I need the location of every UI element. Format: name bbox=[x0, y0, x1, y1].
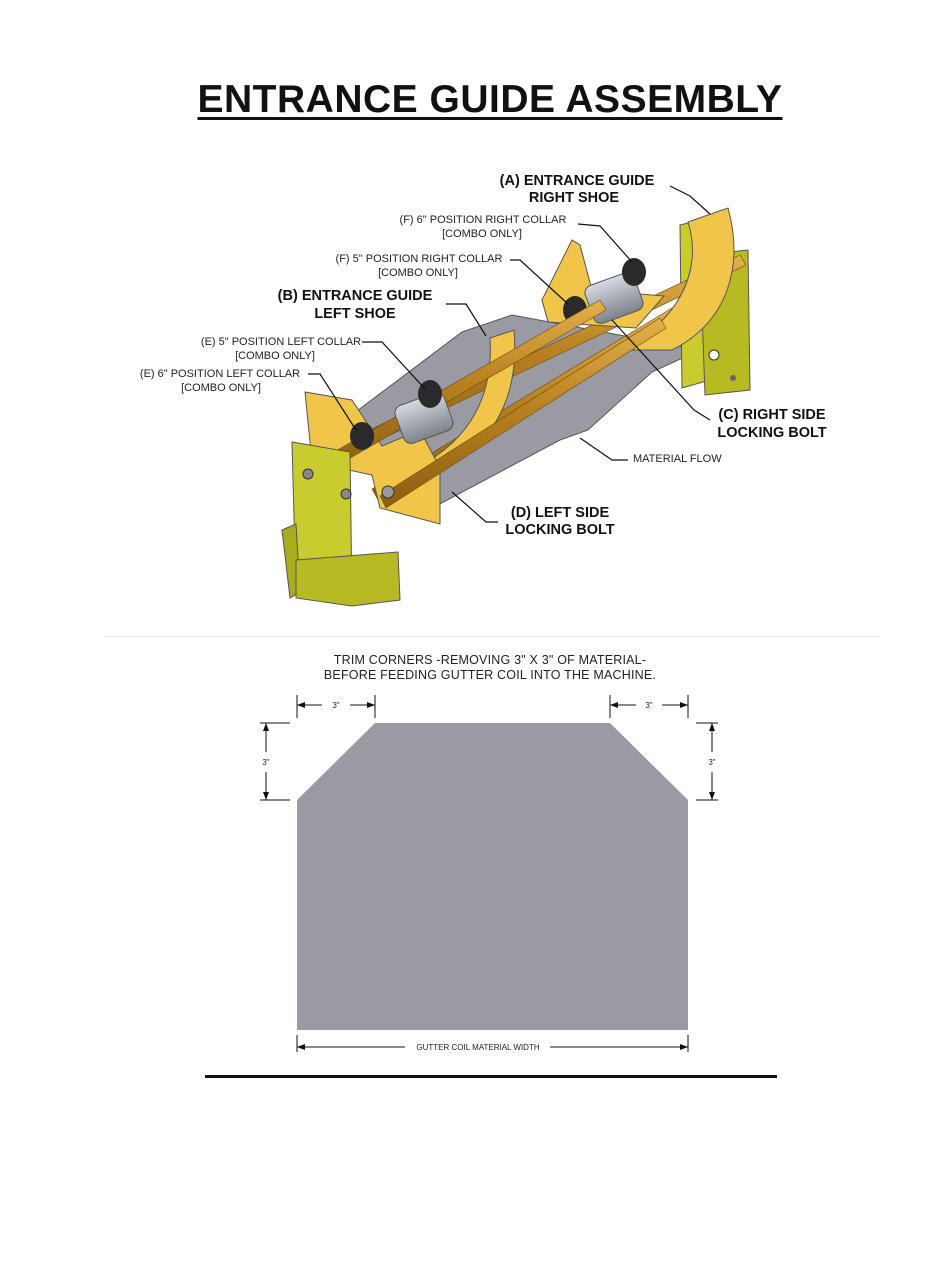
label-b-line1: (B) ENTRANCE GUIDE bbox=[278, 288, 433, 304]
gutter-coil-width-label: GUTTER COIL MATERIAL WIDTH bbox=[416, 1043, 539, 1052]
front-lower-rod bbox=[379, 317, 667, 509]
dim-side-right: 3" bbox=[708, 758, 715, 767]
trim-corners-diagram: 3" 3" 3" 3" GUTTER COIL MATERIAL WIDTH bbox=[260, 695, 718, 1052]
leader-lines bbox=[308, 185, 711, 523]
label-e5-line2: [COMBO ONLY] bbox=[235, 350, 315, 362]
trim-instruction-line1: TRIM CORNERS -REMOVING 3" X 3" OF MATERI… bbox=[333, 653, 647, 667]
label-material-flow: MATERIAL FLOW bbox=[633, 453, 722, 465]
label-a-line2: RIGHT SHOE bbox=[529, 190, 620, 206]
label-f5-line2: [COMBO ONLY] bbox=[378, 267, 458, 279]
right-shoe bbox=[619, 207, 735, 351]
left-collar-5 bbox=[418, 380, 442, 408]
left-roller bbox=[394, 392, 454, 444]
left-frame-foot bbox=[295, 551, 401, 607]
label-f6-line1: (F) 6" POSITION RIGHT COLLAR bbox=[400, 214, 567, 226]
dim-top-left: 3" bbox=[332, 701, 339, 710]
assembly-illustration: (A) ENTRANCE GUIDE RIGHT SHOE (F) 6" POS… bbox=[140, 173, 827, 607]
label-e6-line2: [COMBO ONLY] bbox=[181, 382, 261, 394]
label-f6-line2: [COMBO ONLY] bbox=[442, 228, 522, 240]
label-e5-line1: (E) 5" POSITION LEFT COLLAR bbox=[201, 336, 361, 348]
label-b-line2: LEFT SHOE bbox=[314, 306, 396, 322]
label-a-line1: (A) ENTRANCE GUIDE bbox=[500, 173, 655, 189]
label-e6-line1: (E) 6" POSITION LEFT COLLAR bbox=[140, 368, 300, 380]
dim-side-left: 3" bbox=[262, 758, 269, 767]
section-divider bbox=[103, 636, 880, 637]
dim-top-right: 3" bbox=[645, 701, 652, 710]
label-d-line2: LOCKING BOLT bbox=[505, 522, 614, 538]
right-collar-6 bbox=[622, 258, 646, 286]
trimmed-material-panel bbox=[297, 723, 688, 1030]
trim-instruction-line2: BEFORE FEEDING GUTTER COIL INTO THE MACH… bbox=[323, 668, 657, 682]
label-c-line2: LOCKING BOLT bbox=[717, 425, 826, 441]
label-d-line1: (D) LEFT SIDE bbox=[511, 505, 610, 521]
label-f5-line1: (F) 5" POSITION RIGHT COLLAR bbox=[336, 253, 503, 265]
page-title: ENTRANCE GUIDE ASSEMBLY bbox=[197, 78, 783, 121]
bottom-rule bbox=[205, 1075, 777, 1078]
label-c-line1: (C) RIGHT SIDE bbox=[718, 407, 825, 423]
